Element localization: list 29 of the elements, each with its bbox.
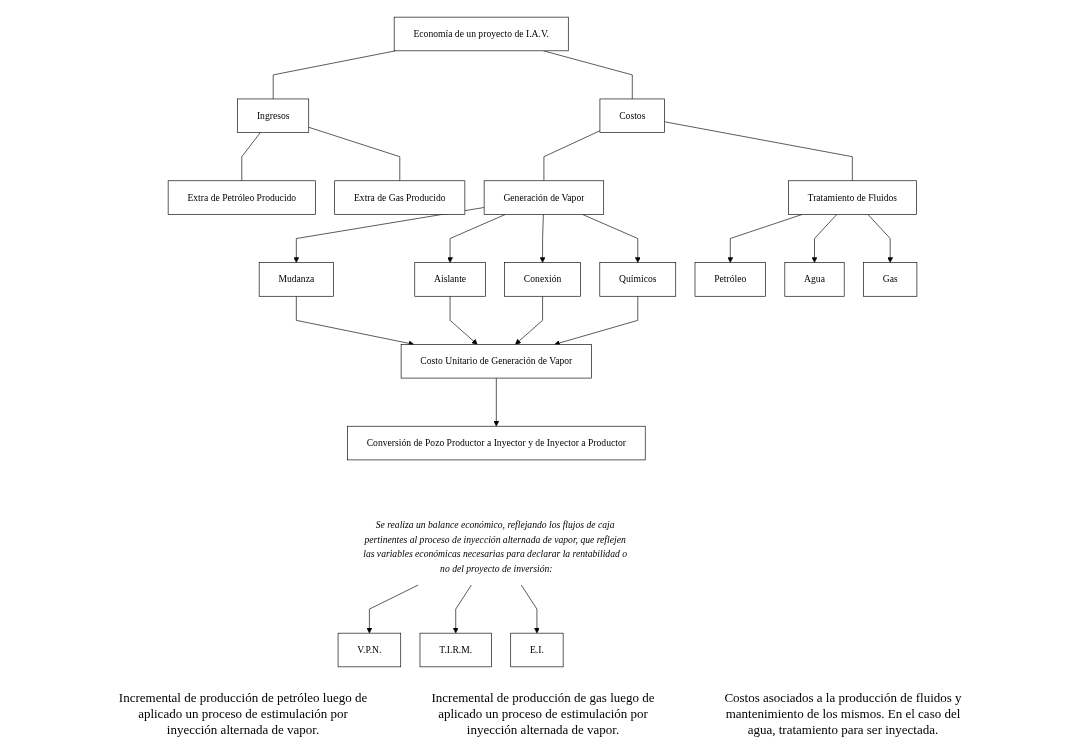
node-box: Químicos [599, 262, 677, 297]
node-box: Mudanza [259, 262, 335, 297]
node-box: Costo Unitario de Generación de Vapor [401, 344, 593, 379]
node-box: Conversión de Pozo Productor a Inyector y de Inyector a Productor [347, 425, 646, 461]
node-box: Gas [863, 262, 918, 297]
note-text: Costos asociados a la producción de fluidos y mantenimiento de los mismos. En el caso del agua, tratamiento para ser inyectada. [723, 690, 963, 738]
node-box: Aislante [414, 262, 487, 297]
connector [241, 132, 262, 182]
node-box: V.P.N. [338, 632, 402, 668]
node-box: Costos [600, 98, 666, 133]
connector [308, 126, 401, 182]
node-box: T.I.R.M. [420, 632, 493, 668]
node-box: Ingresos [237, 98, 310, 133]
node-text: Se realiza un balance económico, reflejando los flujos de caja pertinentes al proceso de inyección alternada de vapor, que reflejen las variables económicas necesarias para declarar la rentabilidad o no del proyecto de inversión: [363, 519, 628, 574]
connector [664, 121, 854, 182]
node-box: Generación de Vapor [484, 180, 605, 215]
note-text: Incremental de producción de petróleo luego de aplicado un proceso de estimulación por inyección alternada de vapor. [117, 690, 369, 738]
node-box: Tratamiento de Fluidos [788, 180, 918, 215]
connector [543, 50, 634, 100]
node-box: Extra de Gas Producido [334, 180, 466, 215]
node-box: Economía de un proyecto de I.A.V. [394, 16, 570, 52]
node-box: E.I. [510, 632, 564, 668]
node-box: Agua [784, 262, 845, 297]
note-text: Incremental de producción de gas luego de aplicado un proceso de estimulación por inyección alternada de vapor. [430, 690, 656, 738]
node-box: Conexión [504, 262, 582, 297]
node-box: Extra de Petróleo Producido [168, 180, 317, 215]
connector [544, 130, 601, 182]
connector [273, 50, 397, 100]
node-box: Petróleo [695, 262, 767, 297]
